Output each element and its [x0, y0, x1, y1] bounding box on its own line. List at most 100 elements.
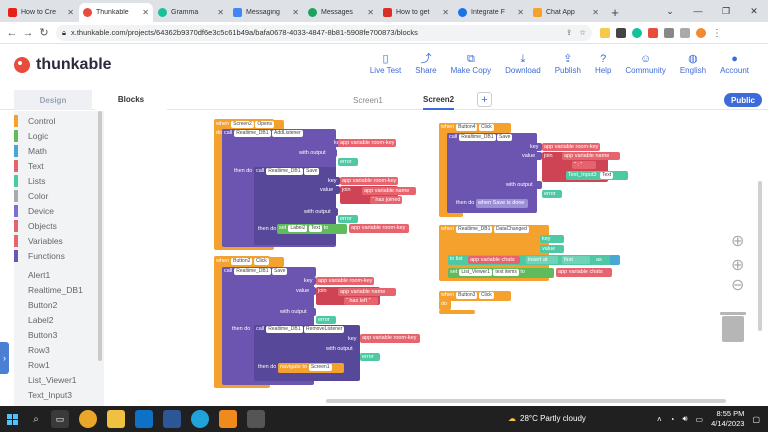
variable-room-key[interactable]: app variable room-key — [360, 334, 420, 343]
palette-functions[interactable]: Functions — [14, 249, 65, 263]
error-param[interactable]: error — [360, 353, 380, 361]
variable-name[interactable]: app variable name — [362, 187, 416, 195]
chrome-icon[interactable] — [79, 410, 97, 428]
battery-icon[interactable]: ▭ — [695, 414, 704, 424]
make-copy-button[interactable]: ⧉Make Copy — [450, 53, 492, 75]
close-tab-icon[interactable]: ✕ — [217, 8, 224, 17]
variable-name[interactable]: app variable name — [562, 152, 620, 160]
publish-button[interactable]: ⇪Publish — [554, 53, 581, 75]
extension-icon[interactable] — [632, 27, 642, 38]
variable-room-key[interactable]: app variable room-key — [349, 224, 409, 233]
close-tab-icon[interactable]: ✕ — [67, 8, 74, 17]
close-tab-icon[interactable]: ✕ — [292, 8, 299, 17]
close-tab-icon[interactable]: ✕ — [142, 8, 149, 17]
close-tab-icon[interactable]: ✕ — [442, 8, 449, 17]
start-button[interactable] — [0, 406, 24, 432]
text-has-left[interactable]: “ has left ” — [344, 297, 378, 305]
vlc-icon[interactable] — [219, 410, 237, 428]
app-icon[interactable] — [247, 410, 265, 428]
close-tab-icon[interactable]: ✕ — [517, 8, 524, 17]
browser-tab[interactable]: Gramma✕ — [154, 3, 228, 22]
file-explorer-icon[interactable] — [107, 410, 125, 428]
add-screen-button[interactable]: + — [477, 92, 492, 107]
palette-math[interactable]: Math — [14, 144, 47, 158]
browser-tab-active[interactable]: Thunkable✕ — [79, 3, 153, 22]
browser-tab[interactable]: How to get✕ — [379, 3, 453, 22]
profile-avatar[interactable] — [696, 27, 706, 38]
extension-icon[interactable] — [616, 27, 626, 38]
zoom-in-icon[interactable]: ⊕ — [731, 257, 745, 274]
palette-component[interactable]: Alert1 — [28, 270, 51, 280]
palette-logic[interactable]: Logic — [14, 129, 48, 143]
palette-variables[interactable]: Variables — [14, 234, 63, 248]
task-view-icon[interactable]: ▭ — [51, 410, 69, 428]
search-icon[interactable]: ⌕ — [33, 413, 39, 425]
first-dropdown[interactable]: first — [562, 256, 590, 264]
palette-component[interactable]: Label2 — [28, 315, 54, 325]
close-tab-icon[interactable]: ✕ — [367, 8, 374, 17]
wifi-icon[interactable]: ◔ — [669, 414, 675, 424]
tab-screen2[interactable]: Screen2 — [423, 90, 455, 110]
account-button[interactable]: ●Account — [720, 53, 749, 75]
thunkable-logo[interactable]: thunkable — [14, 56, 112, 74]
vscode-icon[interactable] — [135, 410, 153, 428]
palette-scrollbar[interactable] — [98, 111, 102, 361]
tab-blocks[interactable]: Blocks — [95, 90, 167, 110]
edge-icon[interactable] — [191, 410, 209, 428]
variable-room-key[interactable]: app variable room-key — [338, 139, 396, 147]
help-button[interactable]: ?Help — [594, 53, 612, 75]
tab-search-icon[interactable]: ⌄ — [666, 5, 674, 16]
new-tab-button[interactable]: + — [611, 4, 619, 20]
close-tab-icon[interactable]: ✕ — [592, 8, 599, 17]
reload-icon[interactable]: ↻ — [39, 27, 49, 39]
extension-icon[interactable] — [600, 27, 610, 38]
extension-icon[interactable] — [648, 27, 658, 38]
palette-lists[interactable]: Lists — [14, 174, 45, 188]
text-input-text[interactable]: Text_Input3 Text — [566, 171, 628, 180]
variable-chats[interactable]: app variable chats — [468, 256, 520, 264]
error-param[interactable]: error — [338, 215, 358, 223]
browser-tab[interactable]: Integrate F✕ — [454, 3, 528, 22]
live-test-button[interactable]: ▯Live Test — [369, 53, 402, 75]
key-param[interactable]: key — [540, 235, 564, 243]
palette-component[interactable]: List_Viewer1 — [28, 375, 77, 385]
sidebar-icon[interactable] — [680, 27, 690, 38]
error-param[interactable]: error — [338, 158, 358, 166]
palette-component[interactable]: Row3 — [28, 345, 50, 355]
insert-at-dropdown[interactable]: insert at — [526, 256, 558, 264]
download-button[interactable]: ⤓Download — [505, 53, 541, 75]
maximize-icon[interactable]: ❐ — [721, 5, 731, 16]
variable-room-key[interactable]: app variable room-key — [340, 177, 398, 185]
store-icon[interactable] — [163, 410, 181, 428]
palette-component[interactable]: Button2 — [28, 300, 58, 310]
menu-kebab-icon[interactable]: ⋮ — [712, 27, 722, 39]
text-has-joined[interactable]: “ has joined ” — [370, 196, 404, 204]
minimize-icon[interactable]: — — [693, 6, 703, 16]
canvas-horizontal-scrollbar[interactable] — [326, 399, 726, 403]
zoom-out-icon[interactable]: ⊖ — [731, 277, 745, 294]
close-window-icon[interactable]: ✕ — [750, 5, 758, 16]
collapse-panel-button[interactable]: › — [0, 342, 9, 374]
variable-room-key[interactable]: app variable room-key — [316, 277, 374, 285]
puzzle-icon[interactable] — [664, 27, 674, 38]
recenter-icon[interactable]: ⊕ — [731, 233, 745, 250]
value-slot[interactable] — [610, 255, 620, 265]
error-param[interactable]: error — [316, 316, 336, 324]
palette-control[interactable]: Control — [14, 114, 55, 128]
weather-widget[interactable]: ☁28°C Partly cloudy — [508, 414, 586, 423]
palette-device[interactable]: Device — [14, 204, 54, 218]
url-field[interactable]: 🔒︎ x.thunkable.com/projects/64362b9370df… — [56, 24, 592, 41]
palette-component[interactable]: Text_Input3 — [28, 390, 72, 400]
palette-component[interactable]: Button3 — [28, 330, 58, 340]
tab-design[interactable]: Design — [14, 90, 92, 110]
share-page-icon[interactable]: ⇪ — [565, 28, 573, 37]
language-button[interactable]: ◍English — [679, 53, 707, 75]
